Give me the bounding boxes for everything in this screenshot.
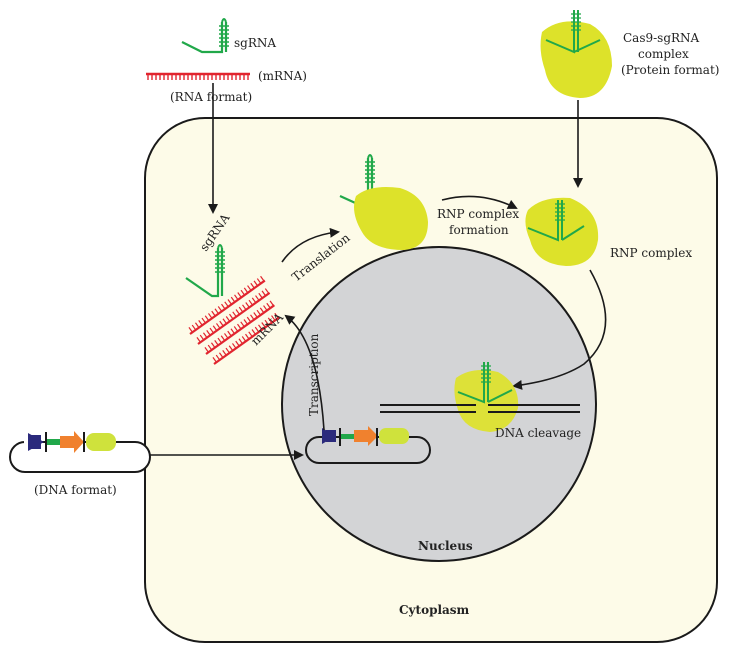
cas9-protein-icon [540, 10, 612, 99]
cytoplasm-label: Cytoplasm [399, 603, 470, 617]
cas9-label-line2: complex [638, 47, 689, 61]
dna-cleavage-label: DNA cleavage [495, 426, 581, 440]
rnp-formation-label-line2: formation [449, 223, 509, 237]
sgrna-cyto-icon [185, 244, 225, 298]
sgrna-top-label: sgRNA [234, 36, 276, 50]
cas9-translated-icon [354, 187, 428, 250]
rnp-to-dna-arrow [512, 269, 607, 390]
cas9-cleaving-icon [380, 362, 580, 432]
cas9-label-line1: Cas9-sgRNA [623, 31, 700, 45]
mrna-icon-top [146, 72, 250, 80]
nucleus-label: Nucleus [418, 539, 473, 553]
plasmid-nucleus-icon [305, 426, 431, 464]
plasmid-dna-format-icon [9, 431, 151, 473]
rnp-formation-label-line1: RNP complex [437, 207, 519, 221]
dna-format-label: (DNA format) [34, 483, 117, 497]
mrna-strands-cyto [188, 275, 280, 365]
cas9-label-line3: (Protein format) [621, 63, 719, 77]
rnp-complex-label: RNP complex [610, 246, 692, 260]
translation-arrow [281, 227, 340, 263]
rnp-complex-icon [525, 197, 599, 266]
rnp-formation-arrow [441, 195, 518, 209]
transcription-arrow [284, 314, 325, 431]
mrna-top-label: (mRNA) [258, 69, 307, 83]
sgrna-icon [181, 18, 229, 54]
transcription-label: Transcription [307, 333, 321, 416]
rna-format-label: (RNA format) [170, 90, 252, 104]
